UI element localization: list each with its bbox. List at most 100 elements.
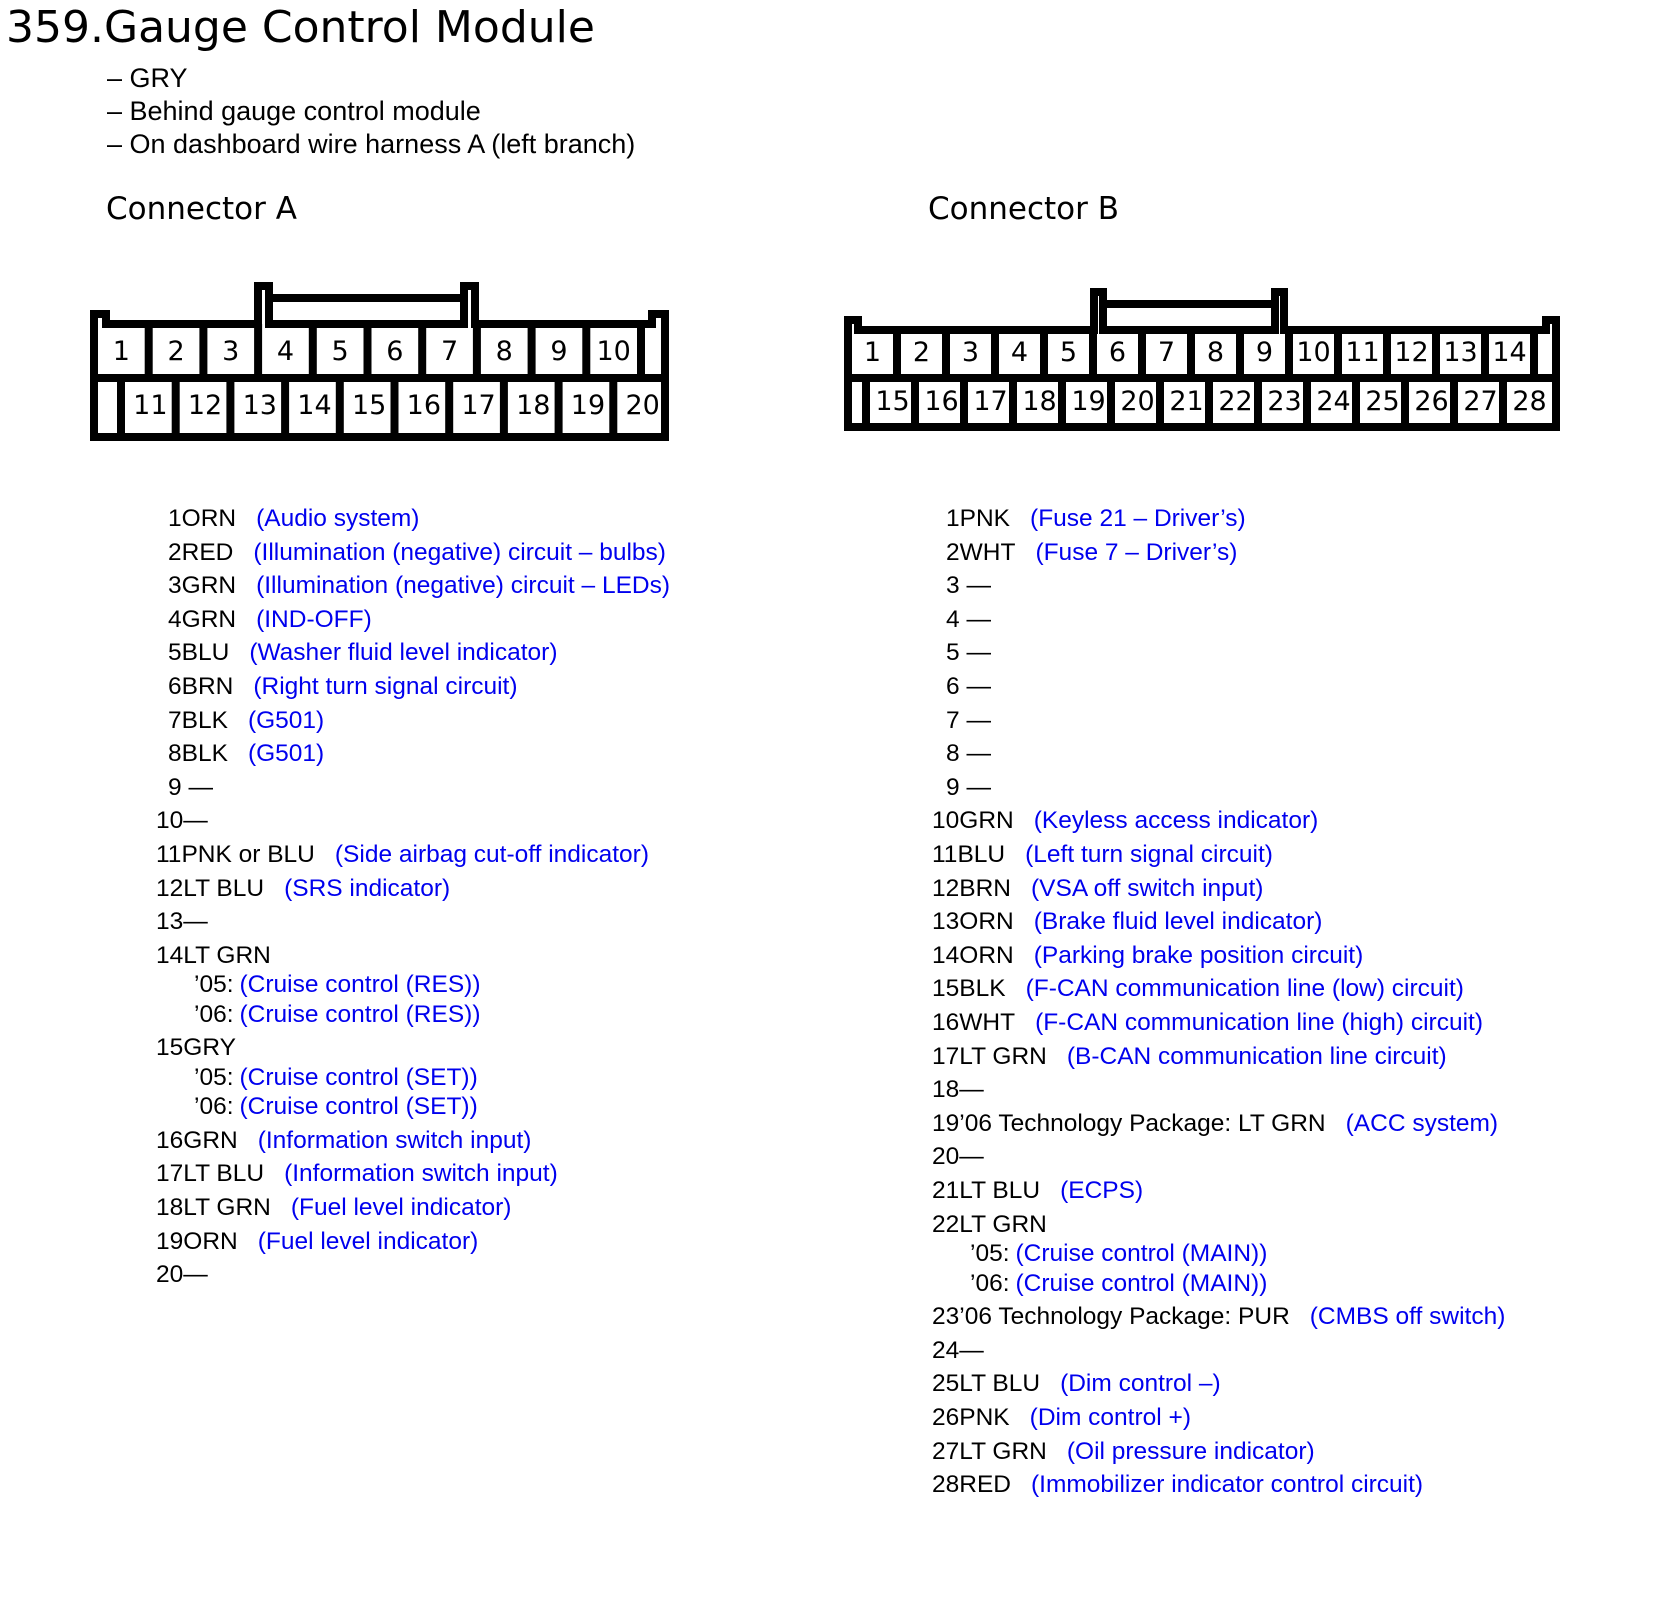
wire-color: PNK or BLU bbox=[181, 841, 315, 868]
pin-number: 2 bbox=[946, 538, 960, 566]
wire-color: — bbox=[959, 740, 991, 768]
pin-row: 1ORN(Audio system) bbox=[168, 504, 419, 534]
circuit-description: (Cruise control (MAIN)) bbox=[1015, 1240, 1268, 1268]
cavity-label: 9 bbox=[550, 336, 567, 367]
cavity-label: 15 bbox=[352, 390, 386, 421]
cavity-label: 19 bbox=[571, 390, 605, 421]
circuit-description: (B-CAN communication line circuit) bbox=[1066, 1042, 1447, 1070]
wire-color: GRN bbox=[959, 807, 1014, 835]
pin-number: 27 bbox=[932, 1437, 960, 1465]
pin-row: 25LT BLU(Dim control –) bbox=[932, 1369, 1221, 1399]
model-year-label: ’05: bbox=[194, 971, 234, 999]
circuit-description: (Oil pressure indicator) bbox=[1066, 1437, 1315, 1465]
pin-number: 9 bbox=[168, 773, 182, 801]
circuit-description: (Audio system) bbox=[256, 505, 420, 532]
cavity-label: 16 bbox=[924, 386, 958, 417]
cavity-label: 25 bbox=[1365, 386, 1399, 417]
wire-color: — bbox=[959, 1076, 984, 1104]
pin-number: 10 bbox=[932, 807, 960, 835]
wire-color: — bbox=[181, 773, 213, 801]
pin-number: 1 bbox=[946, 505, 960, 532]
pin-row: 17LT GRN(B-CAN communication line circui… bbox=[932, 1042, 1447, 1072]
cavity-label: 13 bbox=[1443, 337, 1477, 368]
wire-color: LT GRN bbox=[959, 1437, 1047, 1465]
wire-color: BLK bbox=[181, 740, 228, 768]
cavity-label: 11 bbox=[1345, 337, 1379, 368]
circuit-description: (ECPS) bbox=[1060, 1177, 1144, 1204]
pin-number: 14 bbox=[932, 941, 960, 969]
pin-number: 23 bbox=[932, 1303, 960, 1331]
pin-number: 10 bbox=[156, 807, 184, 835]
wire-color: GRY bbox=[183, 1034, 236, 1062]
circuit-description: (Left turn signal circuit) bbox=[1025, 841, 1273, 868]
wire-color: ’06 Technology Package: LT GRN bbox=[959, 1109, 1326, 1137]
pin-number: 16 bbox=[156, 1126, 184, 1154]
pin-row: 22LT GRN bbox=[932, 1210, 1047, 1240]
cavity-label: 10 bbox=[1296, 337, 1330, 368]
cavity-label: 17 bbox=[461, 390, 495, 421]
cavity-label: 9 bbox=[1256, 337, 1273, 368]
pin-row: 8 — bbox=[946, 739, 991, 769]
wire-color: LT GRN bbox=[183, 1194, 271, 1221]
model-year-label: ’05: bbox=[194, 1063, 234, 1091]
wire-color: PNK bbox=[959, 1403, 1010, 1431]
page-title: 359.Gauge Control Module bbox=[6, 2, 595, 53]
pin-row: 11BLU(Left turn signal circuit) bbox=[932, 840, 1273, 870]
pin-row: 4 — bbox=[946, 605, 991, 635]
note-color: – GRY bbox=[107, 63, 188, 93]
cavity-label: 18 bbox=[1022, 386, 1056, 417]
cavity-label: 11 bbox=[133, 390, 167, 421]
pin-sub-row: ’06:(Cruise control (RES)) bbox=[194, 1000, 480, 1030]
pin-number: 7 bbox=[168, 706, 182, 734]
wire-color: LT BLU bbox=[959, 1370, 1041, 1398]
pin-number: 3 bbox=[168, 572, 182, 600]
circuit-description: (Illumination (negative) circuit – bulbs… bbox=[253, 538, 666, 566]
cavity-label: 22 bbox=[1218, 386, 1252, 417]
wire-color: — bbox=[959, 605, 991, 633]
pin-row: 10— bbox=[156, 806, 208, 836]
pin-number: 8 bbox=[946, 740, 960, 768]
pin-row: 14ORN(Parking brake position circuit) bbox=[932, 941, 1363, 971]
pin-row: 10GRN(Keyless access indicator) bbox=[932, 806, 1318, 836]
cavity-label: 1 bbox=[113, 336, 130, 367]
circuit-description: (Cruise control (RES)) bbox=[239, 971, 481, 999]
circuit-description: (F-CAN communication line (high) circuit… bbox=[1035, 1009, 1483, 1036]
pin-number: 17 bbox=[932, 1042, 960, 1070]
pin-row: 11PNK or BLU(Side airbag cut-off indicat… bbox=[156, 840, 649, 870]
cavity-label: 8 bbox=[1207, 337, 1224, 368]
pin-number: 28 bbox=[932, 1471, 960, 1499]
pin-number: 15 bbox=[156, 1034, 184, 1062]
note-location: – Behind gauge control module bbox=[107, 96, 481, 126]
cavity-label: 24 bbox=[1316, 386, 1350, 417]
cavity-label: 23 bbox=[1267, 386, 1301, 417]
circuit-description: (G501) bbox=[247, 740, 325, 768]
pin-sub-row: ’06:(Cruise control (MAIN)) bbox=[970, 1269, 1267, 1299]
wire-color: PNK bbox=[959, 505, 1011, 532]
pin-number: 13 bbox=[932, 908, 960, 936]
pin-row: 18LT GRN(Fuel level indicator) bbox=[156, 1193, 511, 1223]
circuit-description: (Cruise control (SET)) bbox=[239, 1093, 478, 1121]
wire-color: BRN bbox=[959, 874, 1011, 902]
pin-sub-row: ’05:(Cruise control (SET)) bbox=[194, 1063, 478, 1093]
pin-row: 2WHT(Fuse 7 – Driver’s) bbox=[946, 538, 1237, 568]
pin-row: 21LT BLU(ECPS) bbox=[932, 1176, 1143, 1206]
pin-row: 2RED(Illumination (negative) circuit – b… bbox=[168, 538, 666, 568]
pin-row: 20— bbox=[156, 1260, 208, 1290]
pin-row: 1PNK(Fuse 21 – Driver’s) bbox=[946, 504, 1246, 534]
wire-color: LT GRN bbox=[959, 1210, 1047, 1238]
pin-number: 18 bbox=[156, 1194, 184, 1221]
cavity-label: 7 bbox=[441, 336, 458, 367]
pin-row: 19ORN(Fuel level indicator) bbox=[156, 1227, 478, 1257]
wire-color: ’06 Technology Package: PUR bbox=[959, 1303, 1290, 1331]
cavity-label: 14 bbox=[1492, 337, 1526, 368]
pin-row: 15BLK(F-CAN communication line (low) cir… bbox=[932, 974, 1464, 1004]
wire-color: BLK bbox=[959, 975, 1006, 1003]
pin-row: 5 — bbox=[946, 638, 991, 668]
pin-number: 19 bbox=[932, 1109, 960, 1137]
circuit-description: (Information switch input) bbox=[257, 1126, 532, 1154]
wire-color: BLU bbox=[181, 639, 230, 667]
wire-color: — bbox=[183, 1261, 208, 1289]
cavity-label: 6 bbox=[1109, 337, 1126, 368]
model-year-label: ’05: bbox=[970, 1240, 1010, 1268]
